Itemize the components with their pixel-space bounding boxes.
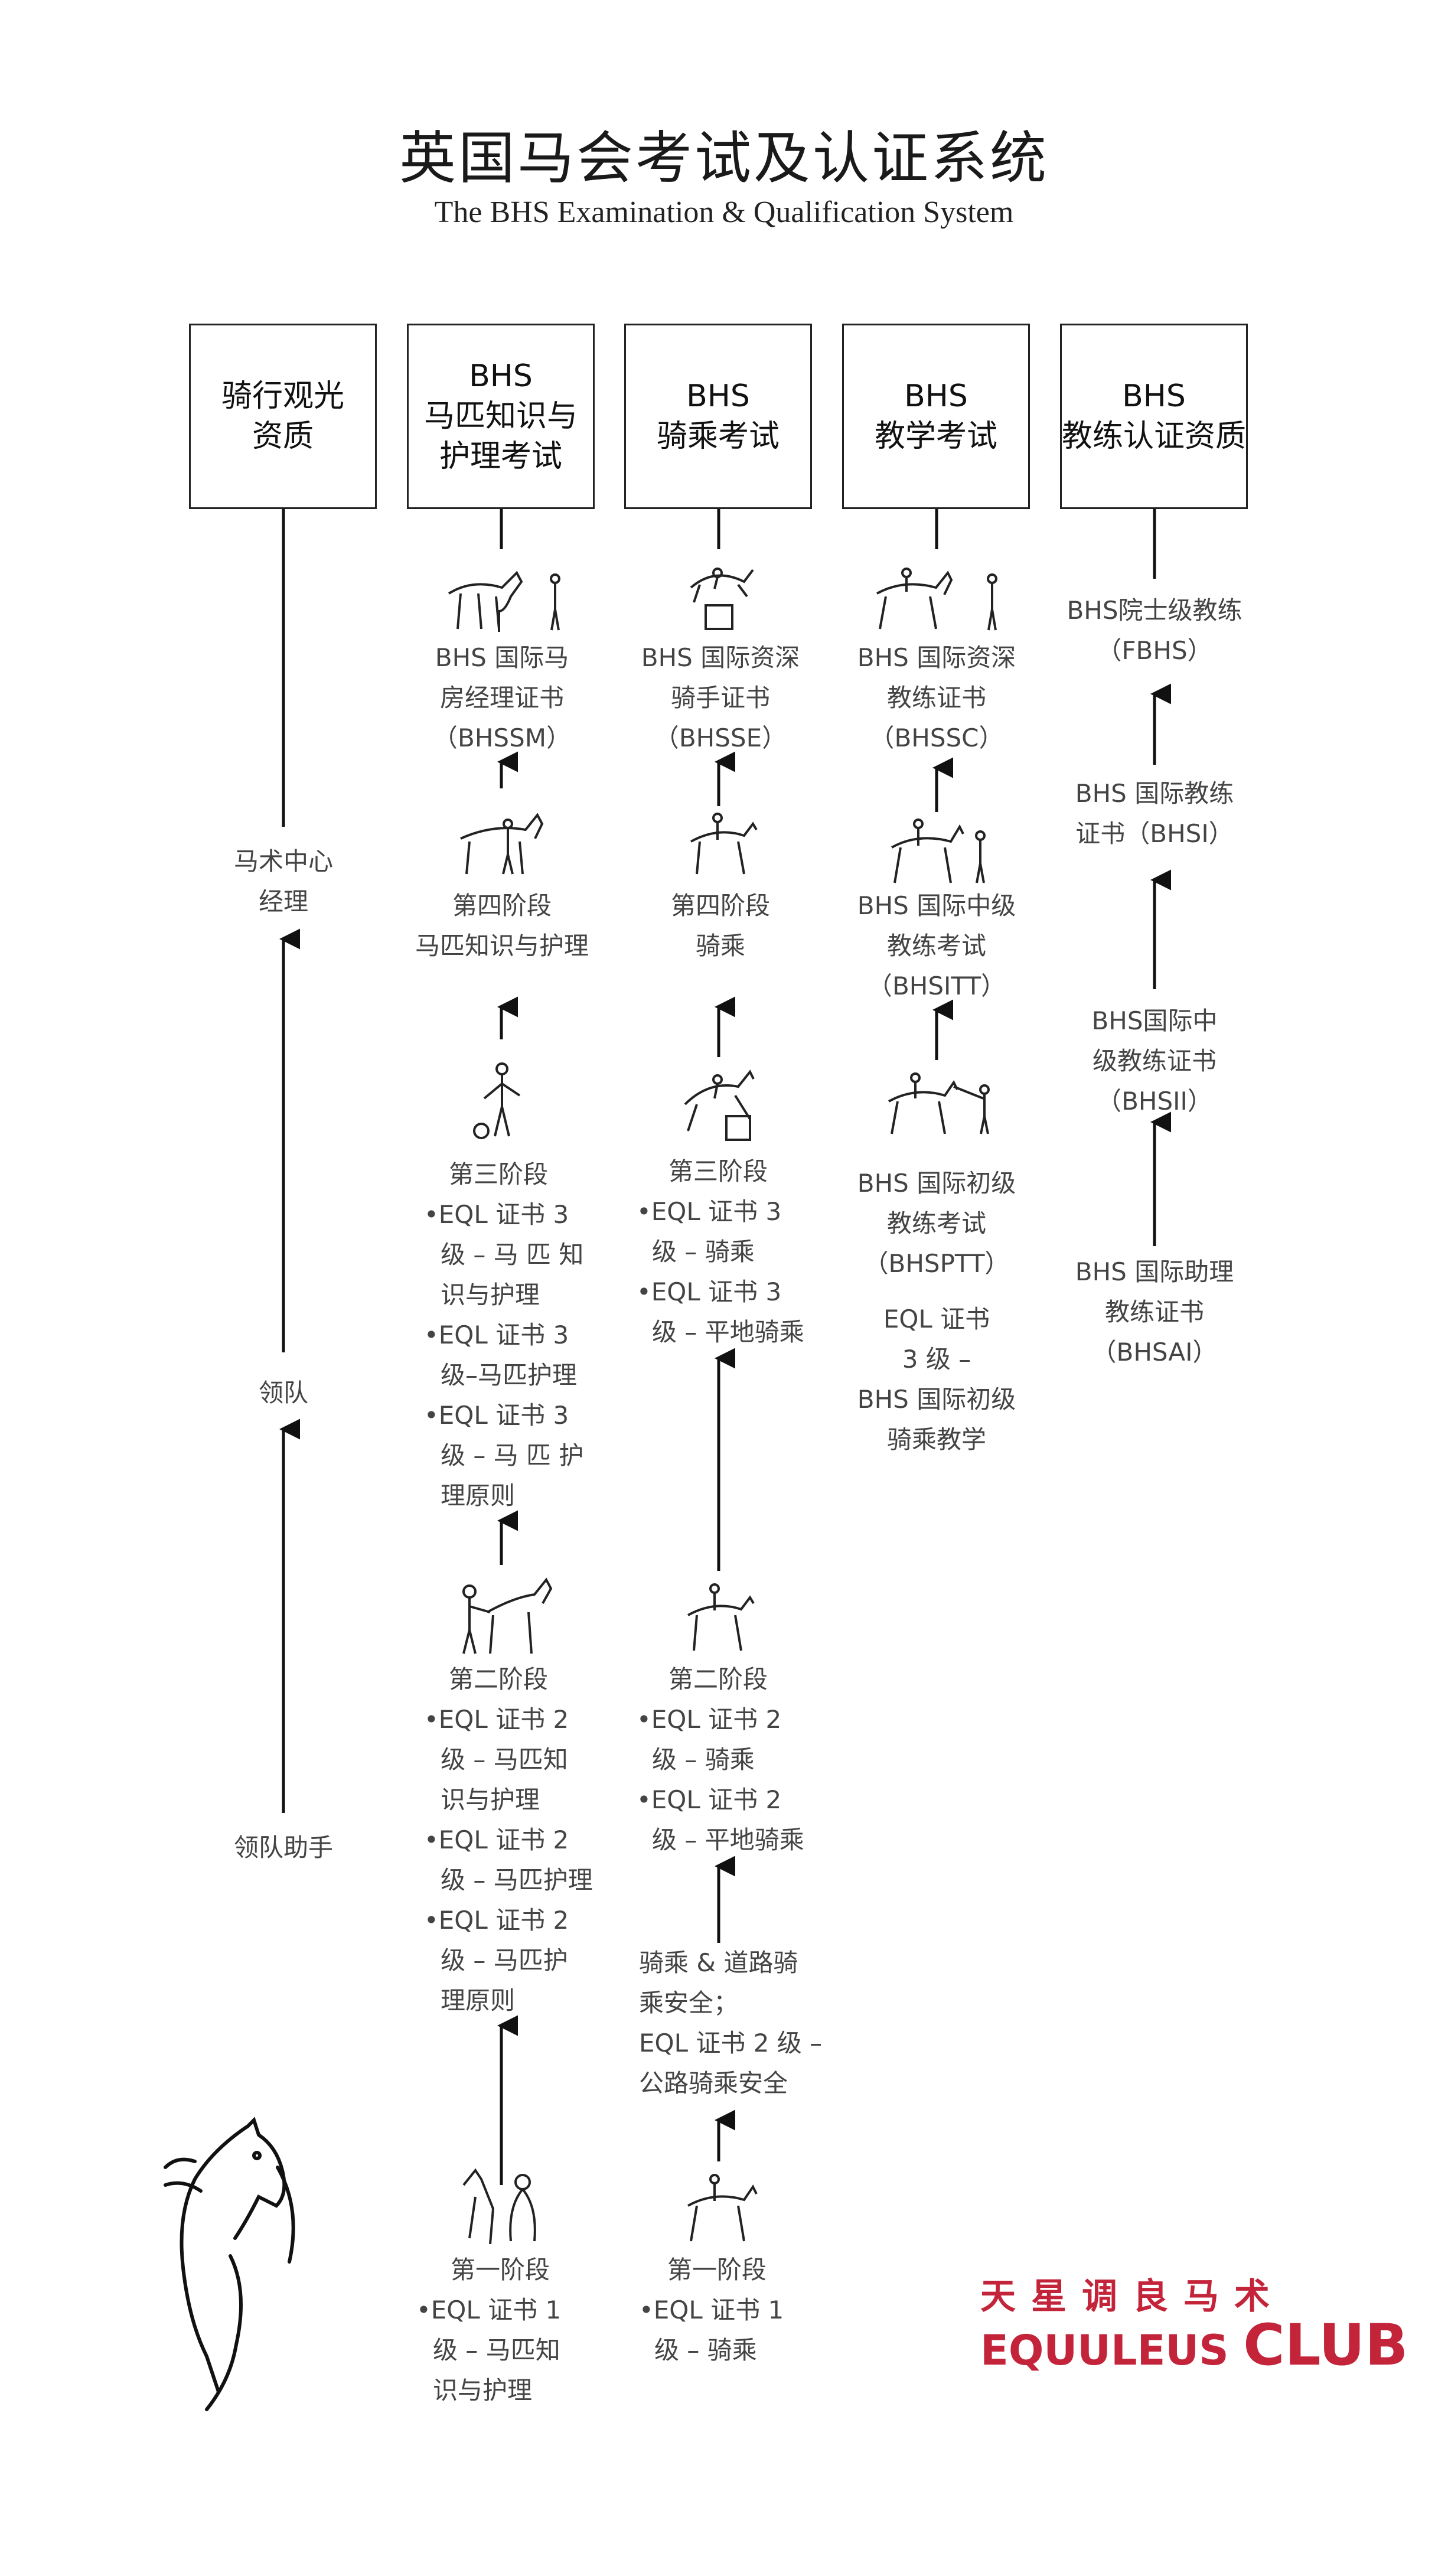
col1-manager-label: 马术中心 经理 <box>233 847 333 916</box>
col1-leader-label: 领队 <box>258 1378 308 1407</box>
col2-stage3-list: 第三阶段 •EQL 证书 3 级 – 马 匹 知 识与护理 •EQL 证书 3 … <box>424 1160 584 1510</box>
header-line: 骑乘考试 <box>656 419 780 454</box>
col3-stage1-list: 第一阶段 •EQL 证书 1 级 – 骑乘 <box>639 2255 784 2365</box>
jumping-horse-icon <box>684 1069 755 1141</box>
beginner-rider-icon <box>687 2174 758 2242</box>
header-line: 护理考试 <box>439 439 562 474</box>
show-jumping-icon <box>690 568 754 630</box>
horse-sketch-logo <box>164 2117 295 2411</box>
col2-bhssm-label: BHS 国际马 房经理证书 （BHSSM） <box>433 643 571 752</box>
flatwork-rider-icon <box>687 1583 755 1651</box>
col3-road-safety-label: 骑乘 & 道路骑 乘安全； EQL 证书 2 级 – 公路骑乘安全 <box>639 1948 823 2098</box>
col4-bhsptt-label: BHS 国际初级 教练考试 （BHSPTT） <box>857 1169 1016 1278</box>
col1-assistant-label: 领队助手 <box>233 1833 333 1862</box>
col3-stage2-list: 第二阶段 •EQL 证书 2 级 – 骑乘 •EQL 证书 2 级 – 平地骑乘 <box>637 1665 804 1854</box>
brand-club-text: CLUB <box>1243 2312 1408 2378</box>
horse-tacking-icon <box>460 813 544 875</box>
col3-stage4-label: 第四阶段 骑乘 <box>670 891 770 960</box>
brand-chinese-name: 天星调良马术 <box>980 2276 1285 2317</box>
header-line: BHS <box>469 358 533 394</box>
header-line: 马匹知识与 <box>423 399 578 434</box>
header-box-teaching: BHS 教学考试 <box>842 324 1030 509</box>
page-subtitle: The BHS Examination & Qualification Syst… <box>434 195 1014 229</box>
horse-handler-portrait-icon <box>462 2168 536 2244</box>
header-box-horse-care: BHS 马匹知识与 护理考试 <box>407 324 595 509</box>
brand-logo-text: EQUULEUS CLUB <box>980 2312 1408 2378</box>
header-box-sightseeing: 骑行观光 资质 <box>189 324 377 509</box>
col2-stage1-list: 第一阶段 •EQL 证书 1 级 – 马匹知 识与护理 <box>416 2255 562 2405</box>
col3-stage3-list: 第三阶段 •EQL 证书 3 级 – 骑乘 •EQL 证书 3 级 – 平地骑乘 <box>637 1157 804 1346</box>
col5-bhsai-label: BHS 国际助理 教练证书 （BHSAI） <box>1075 1257 1234 1367</box>
col3-bhsse-label: BHS 国际资深 骑手证书 （BHSSE） <box>641 643 800 752</box>
header-line: 教学考试 <box>874 419 997 454</box>
header-line: 教练认证资质 <box>1062 419 1247 454</box>
col4-bhssc-label: BHS 国际资深 教练证书 （BHSSC） <box>857 643 1016 752</box>
col4-bhsitt-label: BHS 国际中级 教练考试 （BHSITT） <box>857 891 1016 1000</box>
rider-with-trainer-icon <box>891 819 986 883</box>
grooming-horse-icon <box>462 1577 553 1654</box>
horse-handler-icon <box>448 570 560 632</box>
col5-bhsi-label: BHS 国际教练 证书（BHSI） <box>1075 779 1234 848</box>
header-line: BHS <box>686 379 750 414</box>
brand-main-text: EQUULEUS <box>980 2326 1244 2375</box>
page-title: 英国马会考试及认证系统 <box>399 125 1049 191</box>
col2-stage4-label: 第四阶段 马匹知识与护理 <box>415 891 589 960</box>
header-line: BHS <box>1122 379 1186 414</box>
lunging-lesson-icon <box>888 1072 990 1134</box>
col5-fbhs-label: BHS院士级教练 （FBHS） <box>1067 596 1242 665</box>
header-line: 骑行观光 <box>221 379 344 414</box>
dressage-rider-icon <box>690 813 758 875</box>
col4-eql-teaching-label: EQL 证书 3 级 – BHS 国际初级 骑乘教学 <box>857 1305 1016 1454</box>
instructor-horse-icon <box>876 568 997 631</box>
col2-stage2-list: 第二阶段 •EQL 证书 2 级 – 马匹知 识与护理 •EQL 证书 2 级 … <box>424 1665 593 2015</box>
header-box-coach: BHS 教练认证资质 <box>1060 324 1248 509</box>
header-box-riding: BHS 骑乘考试 <box>624 324 812 509</box>
header-line: BHS <box>904 379 968 414</box>
header-line: 资质 <box>252 419 314 454</box>
groom-with-barrow-icon <box>473 1062 521 1139</box>
col5-bhsii-label: BHS国际中 级教练证书 （BHSII） <box>1091 1006 1218 1116</box>
